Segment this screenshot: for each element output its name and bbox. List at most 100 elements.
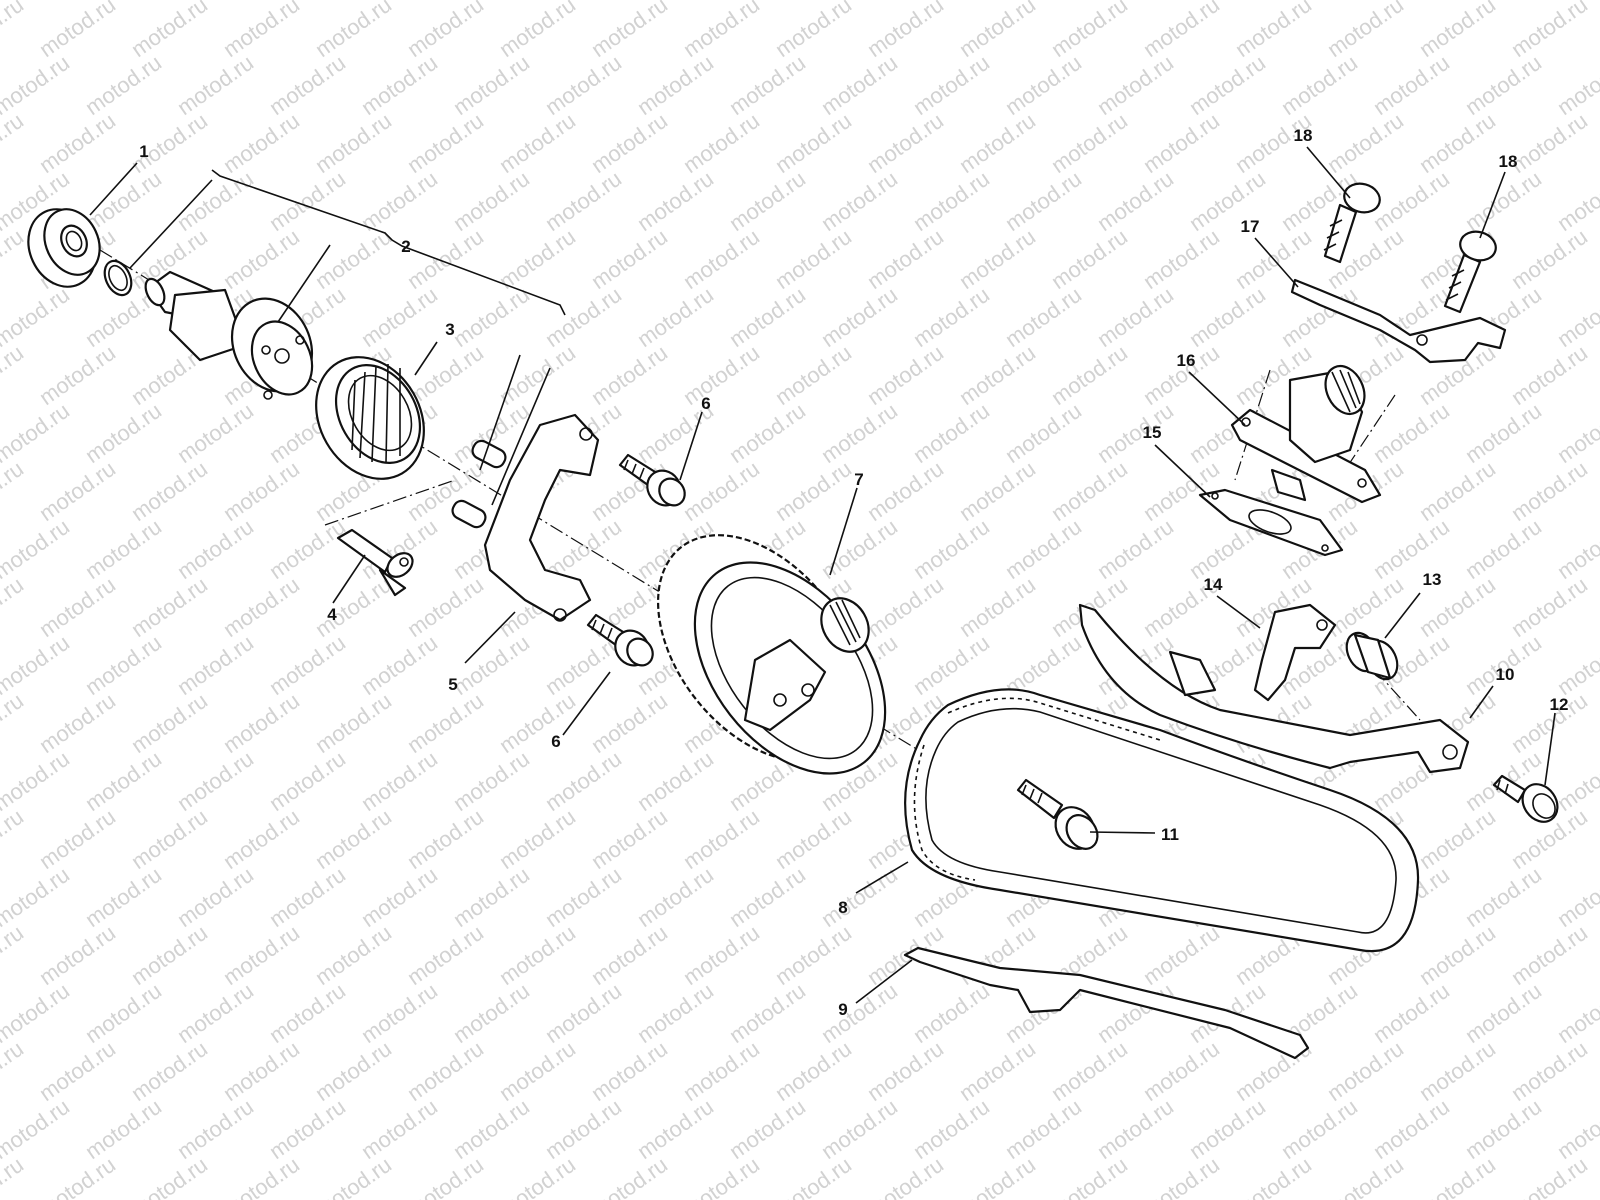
watermark-text: motod.ru	[35, 920, 120, 990]
watermark-text: motod.ru	[633, 862, 718, 932]
watermark-text: motod.ru	[1093, 1094, 1178, 1164]
watermark-text: motod.ru	[955, 572, 1040, 642]
watermark-text: motod.ru	[679, 340, 764, 410]
watermark-text: motod.ru	[265, 862, 350, 932]
callout-15: 15	[1143, 423, 1162, 442]
watermark-text: motod.ru	[1461, 1094, 1546, 1164]
watermark-text: motod.ru	[1461, 514, 1546, 584]
watermark-text: motod.ru	[173, 630, 258, 700]
watermark-text: motod.ru	[1185, 50, 1270, 120]
watermark-text: motod.ru	[1001, 282, 1086, 352]
watermark-text: motod.ru	[81, 862, 166, 932]
watermark-text: motod.ru	[1461, 978, 1546, 1048]
watermark-text: motod.ru	[1001, 50, 1086, 120]
watermark-text: motod.ru	[541, 1094, 626, 1164]
watermark-text: motod.ru	[863, 1152, 948, 1200]
watermark-text: motod.ru	[817, 166, 902, 236]
watermark-text: motod.ru	[81, 630, 166, 700]
watermark-text: motod.ru	[1139, 108, 1224, 178]
watermark-text: motod.ru	[1415, 804, 1500, 874]
watermark-text: motod.ru	[817, 50, 902, 120]
watermark-text: motod.ru	[771, 340, 856, 410]
watermark-text: motod.ru	[127, 920, 212, 990]
part-6-bolt-lower	[586, 613, 654, 667]
watermark-text: motod.ru	[357, 978, 442, 1048]
part-6-bolt-upper	[618, 453, 686, 507]
part-7-sprocket	[656, 534, 887, 775]
watermark-text: motod.ru	[357, 862, 442, 932]
watermark-text: motod.ru	[357, 630, 442, 700]
part-18-bolt-left	[1323, 182, 1381, 264]
watermark-text: motod.ru	[587, 340, 672, 410]
watermark-text: motod.ru	[1507, 108, 1592, 178]
watermark-text: motod.ru	[219, 1036, 304, 1106]
callout-3: 3	[445, 320, 454, 339]
watermark-text: motod.ru	[219, 1152, 304, 1200]
watermark-text: motod.ru	[771, 920, 856, 990]
watermark-text: motod.ru	[357, 166, 442, 236]
watermark-text: motod.ru	[173, 746, 258, 816]
watermark-text: motod.ru	[909, 978, 994, 1048]
watermark-text: motod.ru	[0, 1036, 28, 1106]
watermark-text: motod.ru	[679, 804, 764, 874]
watermark-text: motod.ru	[403, 804, 488, 874]
watermark-text: motod.ru	[817, 514, 902, 584]
watermark-text: motod.ru	[81, 1094, 166, 1164]
watermark-text: motod.ru	[127, 1036, 212, 1106]
watermark-text: motod.ru	[909, 514, 994, 584]
watermark-text: motod.ru	[587, 688, 672, 758]
watermark-text: motod.ru	[1047, 340, 1132, 410]
part-9-guide	[903, 946, 1310, 1060]
watermark-text: motod.ru	[633, 1094, 718, 1164]
watermark-text: motod.ru	[1139, 0, 1224, 62]
part-4-pin	[336, 528, 414, 597]
watermark-text: motod.ru	[863, 340, 948, 410]
watermark-text: motod.ru	[1001, 514, 1086, 584]
watermark-text: motod.ru	[0, 920, 28, 990]
watermark-text: motod.ru	[587, 108, 672, 178]
callout-8: 8	[838, 898, 847, 917]
watermark-text: motod.ru	[679, 0, 764, 62]
watermark-text: motod.ru	[541, 746, 626, 816]
watermark-text: motod.ru	[1323, 1036, 1408, 1106]
watermark-text: motod.ru	[449, 282, 534, 352]
watermark-text: motod.ru	[311, 108, 396, 178]
watermark-text: motod.ru	[173, 1094, 258, 1164]
watermark-text: motod.ru	[633, 978, 718, 1048]
part-8-chain	[904, 688, 1420, 953]
watermark-text: motod.ru	[173, 166, 258, 236]
watermark-text: motod.ru	[81, 978, 166, 1048]
watermark-text: motod.ru	[0, 572, 28, 642]
watermark-text: motod.ru	[1231, 1152, 1316, 1200]
watermark-text: motod.ru	[219, 920, 304, 990]
watermark-text: motod.ru	[173, 50, 258, 120]
watermark-text: motod.ru	[1415, 108, 1500, 178]
watermark-text: motod.ru	[219, 688, 304, 758]
watermark-text: motod.ru	[863, 572, 948, 642]
watermark-text: motod.ru	[1507, 1036, 1592, 1106]
watermark-text: motod.ru	[725, 1094, 810, 1164]
callout-10: 10	[1496, 665, 1515, 684]
watermark-text: motod.ru	[1093, 50, 1178, 120]
watermark-text: motod.ru	[403, 920, 488, 990]
callout-2: 2	[401, 237, 410, 256]
callout-labels: 1 2 3 4 5 6 6 7 8 9 10 11 12 13 14 15 16…	[139, 126, 1568, 1019]
watermark-text: motod.ru	[955, 1036, 1040, 1106]
watermark-text: motod.ru	[1507, 456, 1592, 526]
callout-6-upper: 6	[701, 394, 710, 413]
watermark-text: motod.ru	[679, 224, 764, 294]
watermark-text: motod.ru	[1139, 1152, 1224, 1200]
watermark-text: motod.ru	[265, 1094, 350, 1164]
watermark-text: motod.ru	[495, 0, 580, 62]
watermark-text: motod.ru	[311, 1152, 396, 1200]
watermark-text: motod.ru	[633, 746, 718, 816]
watermark-text: motod.ru	[495, 224, 580, 294]
watermark-text: motod.ru	[173, 514, 258, 584]
callout-7: 7	[854, 470, 863, 489]
watermark-text: motod.ru	[127, 456, 212, 526]
watermark-text: motod.ru	[1415, 456, 1500, 526]
watermark-text: motod.ru	[449, 166, 534, 236]
watermark-text: motod.ru	[449, 746, 534, 816]
watermark-text: motod.ru	[679, 1036, 764, 1106]
watermark-text: motod.ru	[1093, 282, 1178, 352]
